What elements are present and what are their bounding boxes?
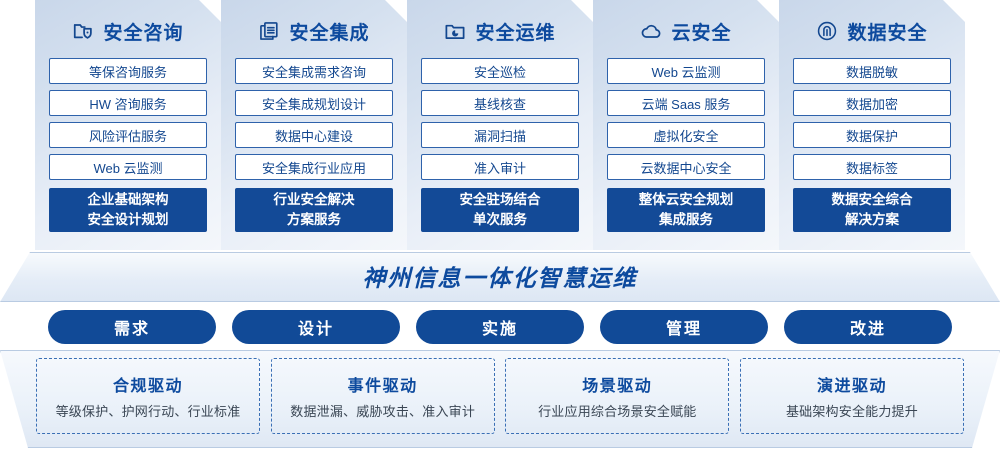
platform-banner-title: 神州信息一体化智慧运维 [362, 265, 638, 291]
summary-line: 集成服务 [659, 212, 713, 227]
service-item[interactable]: Web 云监测 [607, 58, 765, 84]
driver-title: 合规驱动 [112, 378, 183, 395]
summary-line: 行业安全解决 [273, 192, 355, 208]
summary-line: 安全驻场结合 [459, 192, 541, 208]
column-title: 数据安全 [847, 22, 928, 44]
phase-pill-improvement[interactable]: 改进 [784, 310, 952, 344]
driver-description: 行业应用综合场景安全赋能 [538, 404, 697, 419]
summary-line: 安全设计规划 [87, 212, 169, 227]
service-item[interactable]: 漏洞扫描 [421, 122, 579, 148]
phase-pill-implementation[interactable]: 实施 [416, 310, 584, 344]
summary-line: 整体云安全规划 [638, 192, 734, 208]
capability-column-security-operations[interactable]: 安全运维 安全巡检 基线核查 漏洞扫描 准入审计 安全驻场结合 单次服务 [407, 0, 593, 250]
phase-pill-requirement[interactable]: 需求 [48, 310, 216, 344]
driver-description: 等级保护、护网行动、行业标准 [55, 404, 241, 419]
service-item[interactable]: 等保咨询服务 [49, 58, 207, 84]
summary-line: 数据安全综合 [831, 192, 913, 208]
column-title: 安全咨询 [103, 22, 184, 44]
service-item[interactable]: 数据中心建设 [235, 122, 393, 148]
drivers-row: 合规驱动 等级保护、护网行动、行业标准 事件驱动 数据泄漏、威胁攻击、准入审计 … [36, 358, 964, 438]
service-item[interactable]: 安全集成规划设计 [235, 90, 393, 116]
summary-line: 单次服务 [473, 212, 527, 227]
summary-line: 企业基础架构 [87, 192, 169, 208]
service-item[interactable]: 虚拟化安全 [607, 122, 765, 148]
folder-chart-icon [444, 20, 466, 42]
column-summary-card[interactable]: 企业基础架构 安全设计规划 [49, 188, 207, 232]
column-header: 数据安全 [793, 14, 951, 48]
driver-card-scenario[interactable]: 场景驱动 行业应用综合场景安全赋能 [505, 358, 730, 434]
column-summary-card[interactable]: 安全驻场结合 单次服务 [421, 188, 579, 232]
driver-card-evolution[interactable]: 演进驱动 基础架构安全能力提升 [739, 358, 964, 434]
service-item[interactable]: 基线核查 [421, 90, 579, 116]
fingerprint-icon [816, 20, 838, 42]
column-summary-card[interactable]: 数据安全综合 解决方案 [793, 188, 951, 232]
column-summary-card[interactable]: 行业安全解决 方案服务 [235, 188, 393, 232]
platform-banner: 神州信息一体化智慧运维 [0, 252, 1000, 302]
phase-pill-management[interactable]: 管理 [600, 310, 768, 344]
service-item[interactable]: HW 咨询服务 [49, 90, 207, 116]
service-item[interactable]: 准入审计 [421, 154, 579, 180]
column-title: 安全运维 [475, 22, 556, 44]
capability-column-security-consulting[interactable]: 安全咨询 等保咨询服务 HW 咨询服务 风险评估服务 Web 云监测 企业基础架… [35, 0, 221, 250]
documents-stack-icon [258, 20, 280, 42]
capability-column-security-integration[interactable]: 安全集成 安全集成需求咨询 安全集成规划设计 数据中心建设 安全集成行业应用 行… [221, 0, 407, 250]
service-item[interactable]: 安全巡检 [421, 58, 579, 84]
column-header: 安全集成 [235, 14, 393, 48]
capability-column-data-security[interactable]: 数据安全 数据脱敏 数据加密 数据保护 数据标签 数据安全综合 解决方案 [779, 0, 965, 250]
service-item[interactable]: 安全集成行业应用 [235, 154, 393, 180]
service-item[interactable]: 风险评估服务 [49, 122, 207, 148]
service-item[interactable]: 云数据中心安全 [607, 154, 765, 180]
capability-columns: 安全咨询 等保咨询服务 HW 咨询服务 风险评估服务 Web 云监测 企业基础架… [0, 0, 1000, 258]
cloud-icon [640, 20, 662, 42]
drivers-base: 合规驱动 等级保护、护网行动、行业标准 事件驱动 数据泄漏、威胁攻击、准入审计 … [0, 350, 1000, 452]
drivers-base-shape [0, 350, 1000, 448]
column-header: 云安全 [607, 14, 765, 48]
service-item[interactable]: 数据保护 [793, 122, 951, 148]
column-title: 云安全 [671, 22, 732, 44]
column-title: 安全集成 [289, 22, 370, 44]
service-item[interactable]: 数据加密 [793, 90, 951, 116]
summary-line: 方案服务 [287, 212, 341, 227]
folder-shield-icon [72, 20, 94, 42]
driver-card-incident[interactable]: 事件驱动 数据泄漏、威胁攻击、准入审计 [270, 358, 495, 434]
driver-title: 事件驱动 [347, 378, 418, 395]
column-header: 安全咨询 [49, 14, 207, 48]
column-header: 安全运维 [421, 14, 579, 48]
service-item[interactable]: Web 云监测 [49, 154, 207, 180]
summary-line: 解决方案 [845, 212, 899, 227]
service-item[interactable]: 云端 Saas 服务 [607, 90, 765, 116]
lifecycle-phase-row: 需求 设计 实施 管理 改进 [48, 310, 952, 346]
service-item[interactable]: 数据脱敏 [793, 58, 951, 84]
driver-title: 演进驱动 [816, 378, 887, 395]
driver-card-compliance[interactable]: 合规驱动 等级保护、护网行动、行业标准 [36, 358, 260, 434]
service-item[interactable]: 安全集成需求咨询 [235, 58, 393, 84]
phase-pill-design[interactable]: 设计 [232, 310, 400, 344]
driver-title: 场景驱动 [582, 378, 653, 395]
driver-description: 基础架构安全能力提升 [785, 404, 918, 419]
driver-description: 数据泄漏、威胁攻击、准入审计 [290, 404, 476, 419]
platform-banner-shape: 神州信息一体化智慧运维 [0, 252, 1000, 302]
column-summary-card[interactable]: 整体云安全规划 集成服务 [607, 188, 765, 232]
service-item[interactable]: 数据标签 [793, 154, 951, 180]
capability-column-cloud-security[interactable]: 云安全 Web 云监测 云端 Saas 服务 虚拟化安全 云数据中心安全 整体云… [593, 0, 779, 250]
